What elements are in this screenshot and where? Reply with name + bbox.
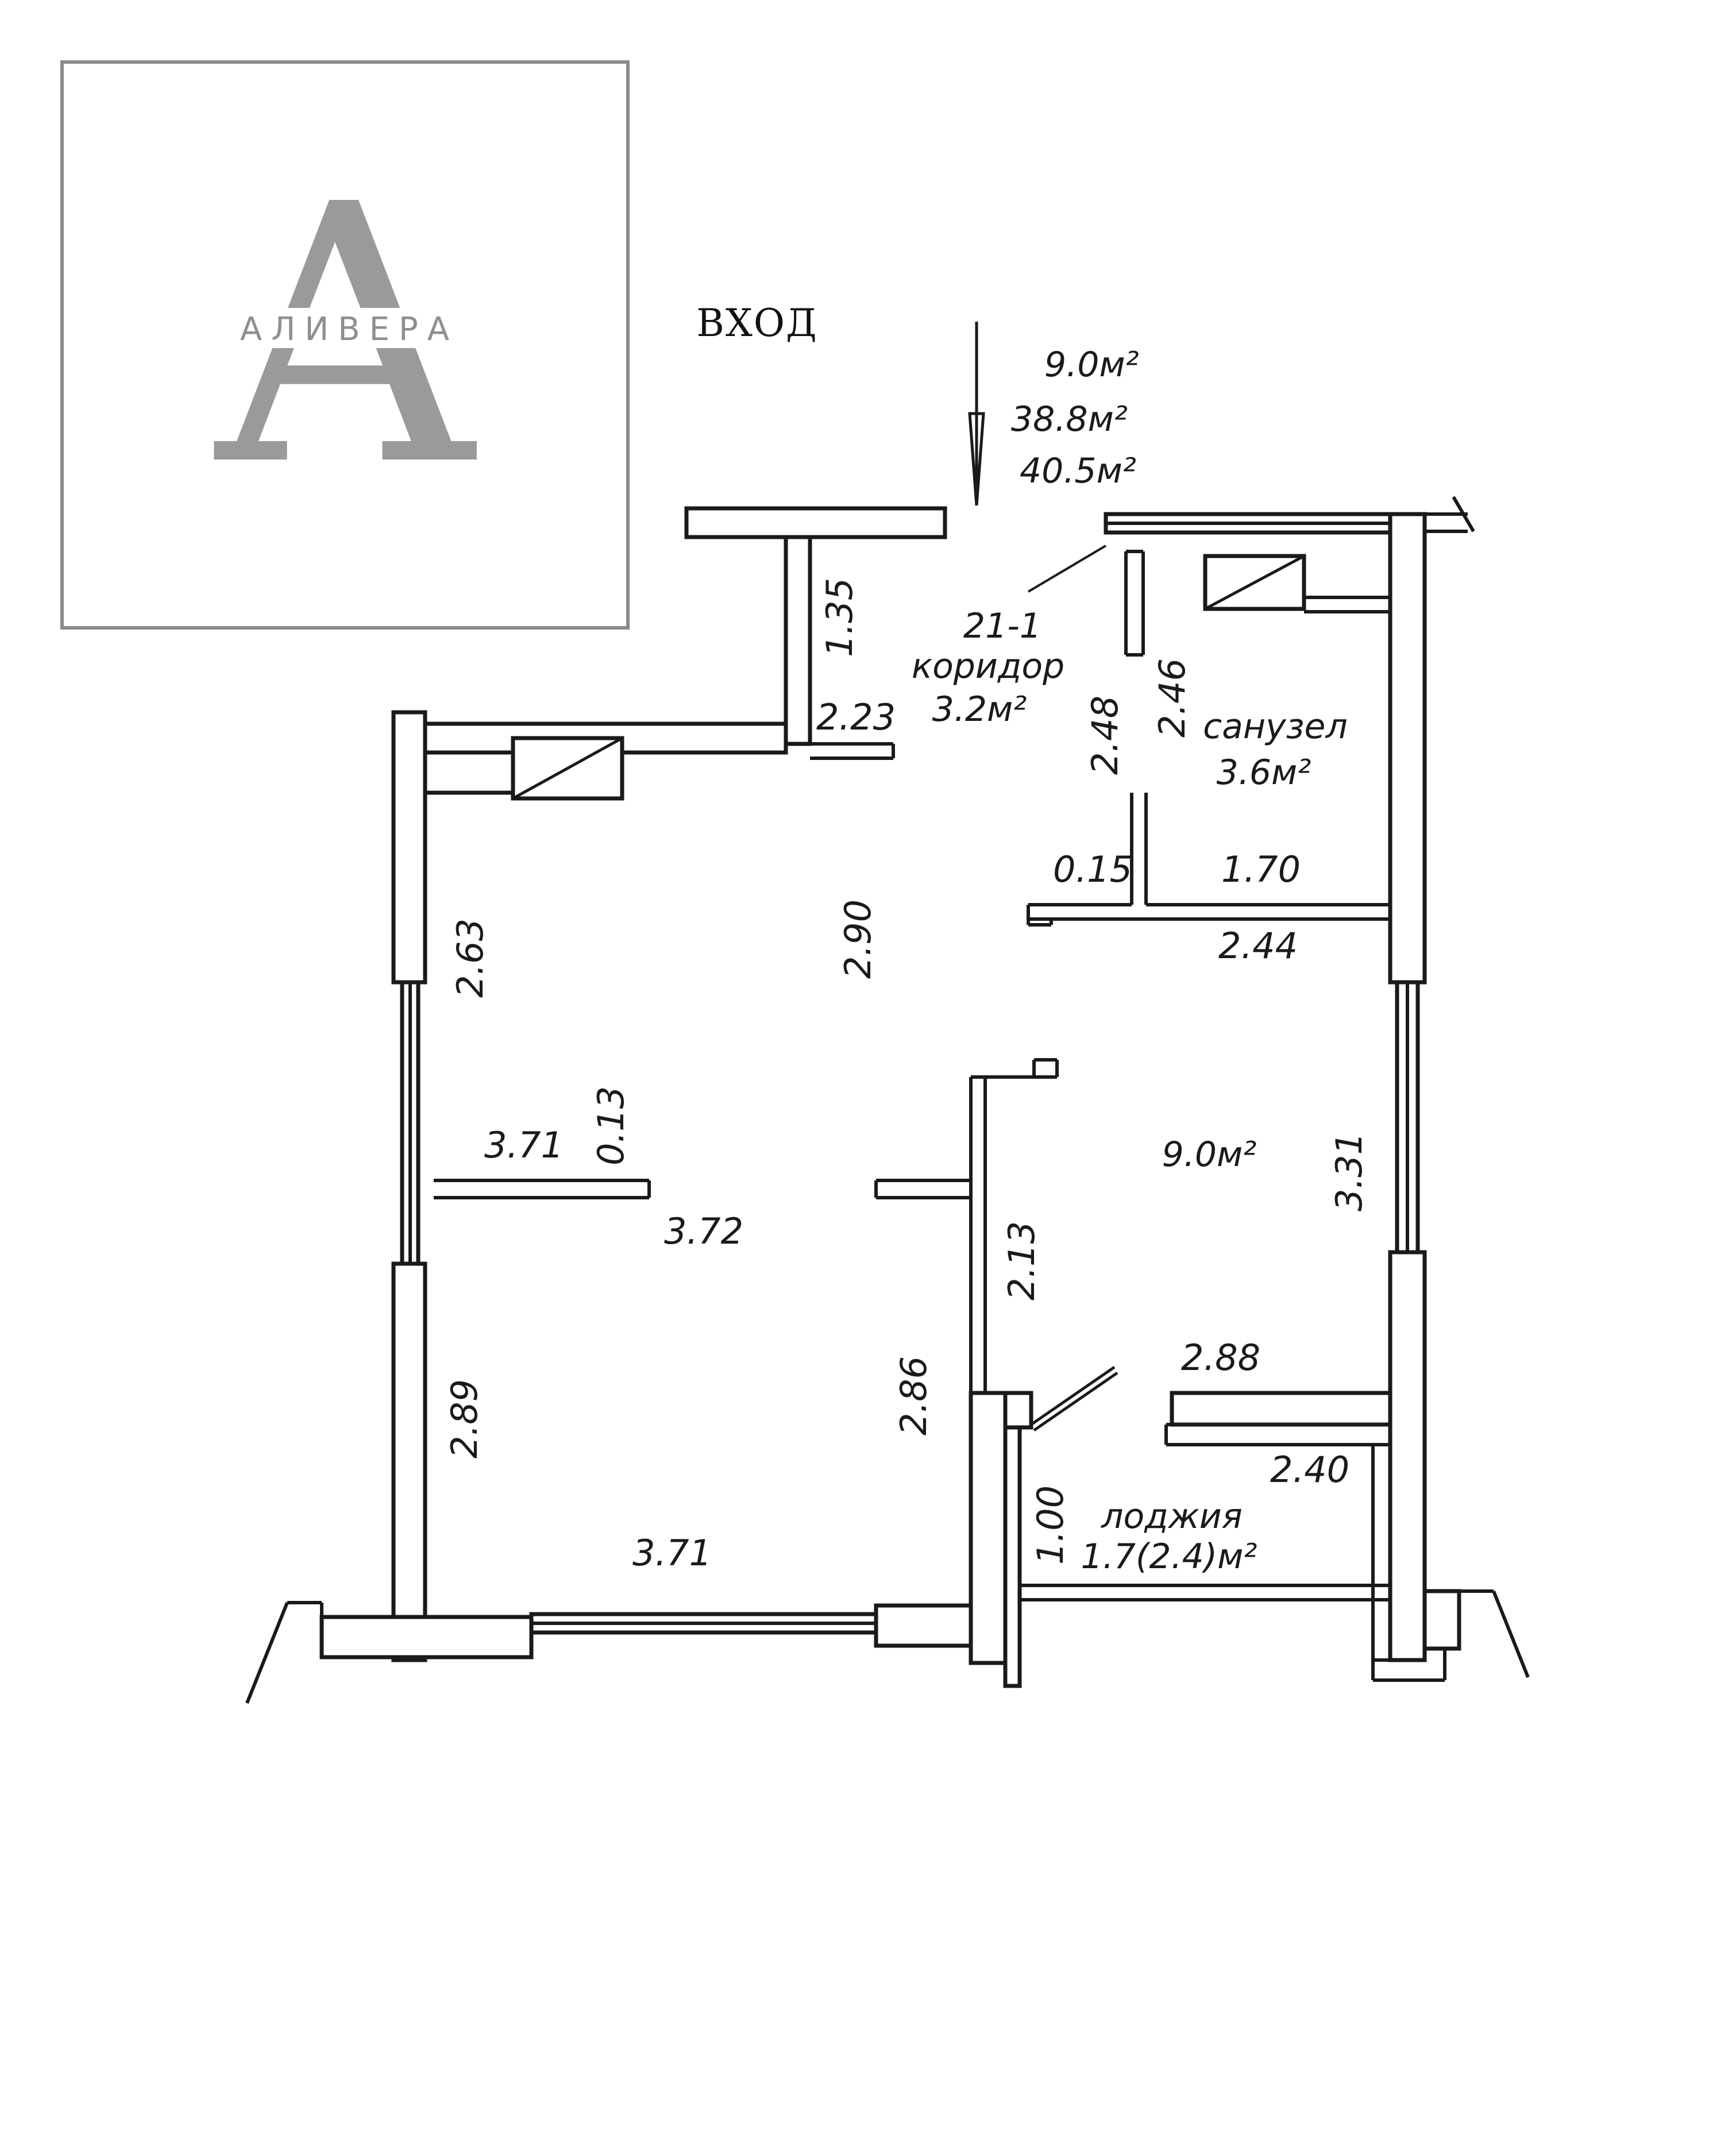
logo-frame <box>60 60 630 630</box>
dim-loggia-width-upper: 2.88 <box>1181 1337 1260 1379</box>
dim-living-height-right: 3.31 <box>1328 1132 1370 1211</box>
logo-text-backing <box>207 308 483 348</box>
total-living-area: 9.0м² <box>1044 345 1139 385</box>
bathroom-name: санузел <box>1203 707 1348 747</box>
dim-entry-depth: 1.35 <box>819 578 861 657</box>
total-area-with-loggia: 40.5м² <box>1020 451 1136 491</box>
dim-bottom-width: 3.71 <box>632 1532 712 1574</box>
bathroom-area: 3.6м² <box>1217 752 1311 793</box>
walls <box>245 496 1530 1704</box>
dim-bath-width: 1.70 <box>1221 848 1301 890</box>
corridor-area: 3.2м² <box>932 689 1027 730</box>
dim-corridor-height: 2.48 <box>1084 696 1126 775</box>
loggia-area: 1.7(2.4)м² <box>1081 1537 1257 1577</box>
dim-kitchen-width-mid: 3.72 <box>664 1210 743 1252</box>
dim-loggia-width: 2.40 <box>1270 1449 1349 1491</box>
living-room-area: 9.0м² <box>1162 1134 1257 1175</box>
total-area: 38.8м² <box>1011 399 1128 439</box>
dim-partition-height: 2.13 <box>1001 1221 1043 1300</box>
dim-hall-height: 2.90 <box>837 900 879 979</box>
corridor-number: 21-1 <box>963 606 1041 646</box>
dim-kitchen-height-lower: 2.86 <box>893 1356 935 1435</box>
dim-kitchen-width-upper: 3.71 <box>484 1124 564 1166</box>
corridor-name: коридор <box>912 646 1064 686</box>
entry-label: ВХОД <box>696 301 817 345</box>
dim-left-wall-upper: 2.63 <box>449 918 491 998</box>
dim-entry-width: 2.23 <box>816 696 896 738</box>
dim-hall-width-right: 2.44 <box>1218 925 1298 967</box>
loggia-name: лоджия <box>1101 1496 1243 1537</box>
dim-loggia-depth: 1.00 <box>1029 1485 1071 1565</box>
logo: A АЛИВЕРА <box>60 60 630 630</box>
dim-kitchen-partition: 0.13 <box>590 1086 632 1165</box>
dim-partition-thickness: 0.15 <box>1053 848 1132 890</box>
dim-bath-height: 2.46 <box>1151 658 1193 738</box>
entry-arrow-icon <box>968 322 985 506</box>
logo-name: АЛИВЕРА <box>240 311 458 348</box>
room-labels: 21-1 коридор 3.2м² санузел 3.6м² 9.0м² л… <box>912 606 1348 1577</box>
dim-left-wall-lower: 2.89 <box>443 1379 485 1458</box>
dimension-labels: 1.35 2.23 2.48 2.46 0.15 1.70 2.44 2.90 … <box>443 578 1370 1574</box>
